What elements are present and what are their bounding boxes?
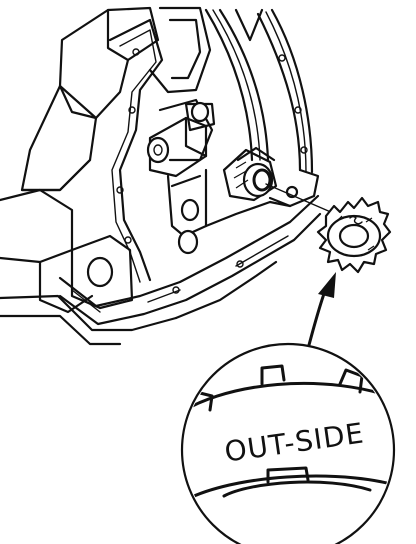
engine-block — [0, 6, 322, 346]
crankshaft-nose — [222, 146, 278, 202]
gasket-bolt-holes-left — [116, 48, 140, 244]
chain-tensioner — [146, 101, 216, 255]
crank-sprocket-part — [265, 183, 392, 274]
oil-pan-flange — [58, 194, 322, 326]
detail-magnifier: OUT-SIDE — [180, 342, 396, 544]
gasket-bolt-holes-right — [278, 54, 308, 154]
